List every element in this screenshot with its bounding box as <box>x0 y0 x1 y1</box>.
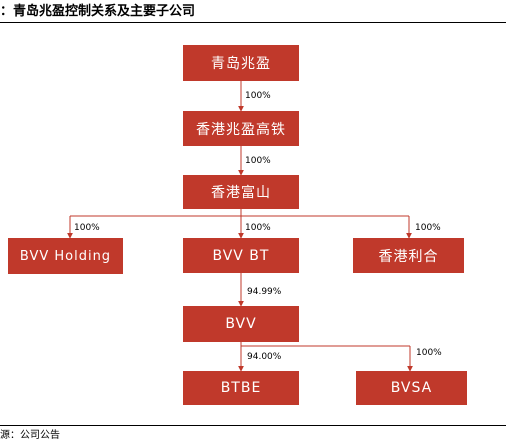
node-hk-fushan: 香港富山 <box>183 175 299 209</box>
edge-label-bvv-bvsa: 100% <box>416 348 442 358</box>
node-qingdao-zhaoying: 青岛兆盈 <box>183 45 299 81</box>
top-rule <box>0 22 506 23</box>
edge-label-bvvbt-bvv: 94.99% <box>247 287 282 297</box>
bottom-rule <box>0 425 506 426</box>
edge-label-qingdao-hkgaotie: 100% <box>245 91 271 101</box>
node-bvv-holding: BVV Holding <box>8 238 123 274</box>
edge-label-fushan-bvvbt: 100% <box>245 223 271 233</box>
figure-title: ：青岛兆盈控制关系及主要子公司 <box>0 4 196 19</box>
edge-label-hkgaotie-fushan: 100% <box>245 156 271 166</box>
node-hk-lihe: 香港利合 <box>353 238 464 273</box>
edge-label-fushan-lihe: 100% <box>415 223 441 233</box>
edge-label-bvv-btbe: 94.00% <box>247 352 282 362</box>
edge-label-fushan-holding: 100% <box>74 223 100 233</box>
node-bvsa: BVSA <box>356 371 467 405</box>
node-bvv: BVV <box>183 306 299 342</box>
source-note: 源：公司公告 <box>0 430 60 441</box>
node-hk-zhaoying-gaotie: 香港兆盈高铁 <box>183 111 299 146</box>
node-bvv-bt: BVV BT <box>183 238 299 273</box>
node-btbe: BTBE <box>183 371 299 405</box>
